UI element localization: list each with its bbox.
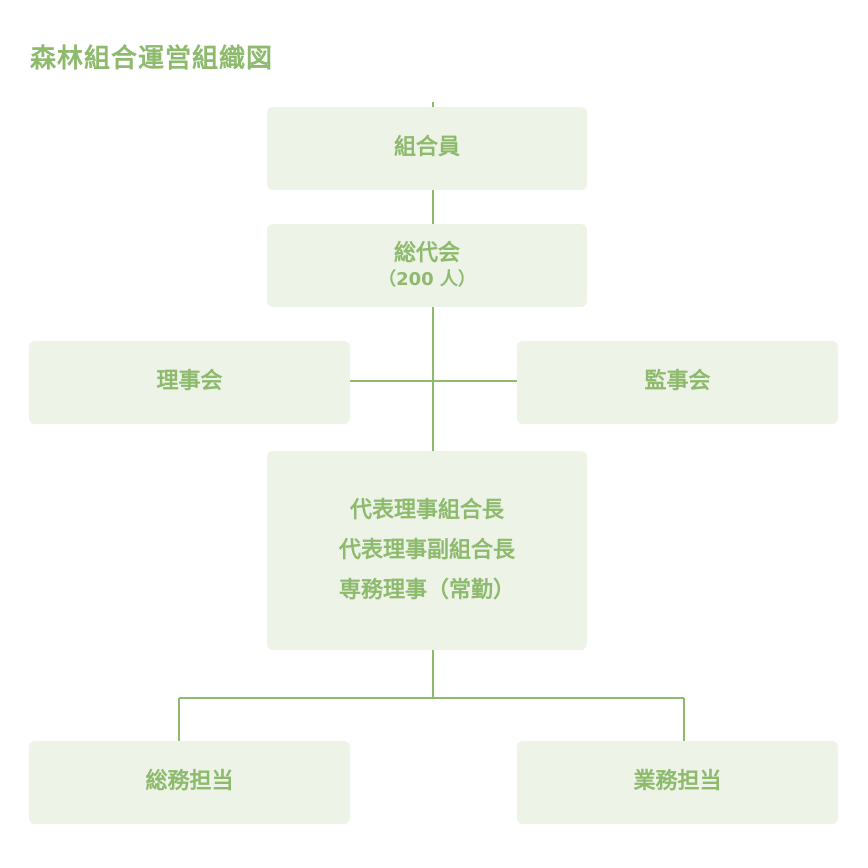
node-business: 業務担当 [517,741,838,824]
node-board: 理事会 [29,341,350,424]
node-executives-line-2: 代表理事副組合長 [338,537,515,563]
node-members-label: 組合員 [393,135,460,161]
node-executives: 代表理事組合長 代表理事副組合長 専務理事（常勤） [267,451,587,650]
node-executives-line-1: 代表理事組合長 [349,497,504,523]
node-business-label: 業務担当 [633,769,722,795]
node-members: 組合員 [267,107,587,190]
node-auditors-label: 監事会 [644,369,711,395]
page-title: 森林組合運営組織図 [30,44,274,74]
node-general-affairs: 総務担当 [29,741,350,824]
node-executives-line-3: 専務理事（常勤） [338,577,515,603]
node-general-meeting: 総代会 （200 人） [267,224,587,307]
node-auditors: 監事会 [517,341,838,424]
node-general-meeting-label: 総代会 [393,240,460,266]
node-board-label: 理事会 [156,369,223,395]
node-general-affairs-label: 総務担当 [145,769,234,795]
node-general-meeting-sub: （200 人） [378,269,476,291]
